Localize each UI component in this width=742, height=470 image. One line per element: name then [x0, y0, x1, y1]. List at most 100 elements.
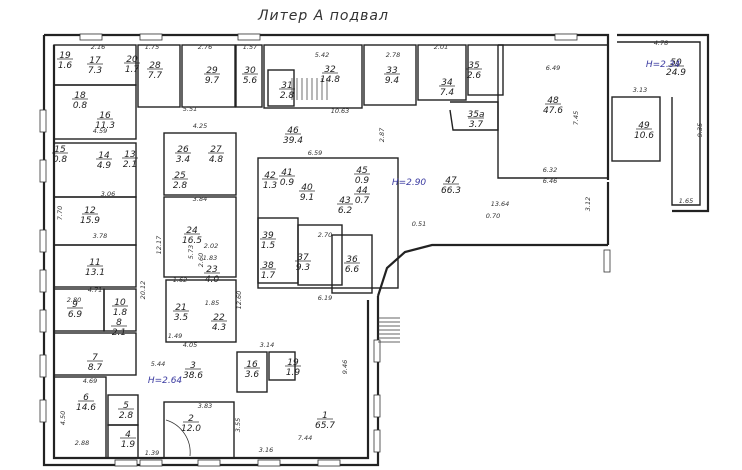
room-area: 13.1 — [85, 268, 105, 278]
room-area: 15.9 — [80, 216, 100, 226]
room-23: 234.0 — [204, 265, 220, 285]
room-area: 1.3 — [263, 181, 278, 191]
window-icon — [39, 399, 47, 423]
room-number: 19 — [59, 51, 71, 61]
dimension-label: 6.46 — [543, 177, 557, 185]
room-area: 4.8 — [209, 155, 224, 165]
dimension-label: 6.32 — [543, 166, 557, 174]
room-number: 16 — [246, 360, 258, 370]
plan-title: Литер А подвал — [258, 8, 389, 24]
room-35: 352.6 — [466, 61, 482, 81]
room-37: 379.3 — [295, 253, 311, 273]
window-icon — [197, 459, 221, 467]
dimension-label: 1.49 — [168, 332, 182, 340]
dimension-label: 3.83 — [198, 402, 212, 410]
room-area: 1.9 — [286, 368, 301, 378]
window-icon — [79, 33, 103, 41]
room-area: 47.6 — [543, 106, 563, 116]
ceiling-height-label: H=2.90 — [392, 178, 427, 188]
room-area: 2.8 — [280, 91, 295, 101]
window-icon — [373, 429, 381, 453]
room-area: 6.6 — [345, 265, 360, 275]
dimension-label: 6.59 — [308, 149, 322, 157]
dimension-label: 1.75 — [145, 43, 159, 51]
dimension-label: 4.05 — [183, 341, 197, 349]
room-number: 3 — [190, 361, 196, 371]
room-40: 409.1 — [299, 183, 315, 203]
dimension-label: 2.02 — [204, 242, 218, 250]
dimension-label: 1.39 — [145, 449, 159, 457]
room-area: 10.6 — [634, 131, 654, 141]
dimension-label: 12.60 — [235, 291, 243, 310]
room-area: 0.9 — [280, 178, 295, 188]
room-28: 287.7 — [147, 61, 163, 81]
room-number: 46 — [287, 126, 299, 136]
dimension-label: 12.17 — [155, 235, 163, 254]
room-number: 31 — [281, 81, 292, 91]
dimension-label: 2.88 — [75, 439, 89, 447]
dimension-label: 5.51 — [183, 105, 197, 113]
room-area: 1.8 — [113, 308, 128, 318]
room-area: 1.9 — [121, 440, 136, 450]
room-area: 1.5 — [261, 241, 276, 251]
room-22: 224.3 — [211, 313, 227, 333]
window-icon — [39, 229, 47, 253]
room-number: 8 — [116, 318, 122, 328]
room-19: 191.9 — [285, 358, 301, 378]
window-icon — [257, 459, 281, 467]
dimension-label: 4.78 — [654, 39, 668, 47]
room-34: 347.4 — [439, 78, 455, 98]
dimension-label: 3.06 — [101, 190, 115, 198]
room-14: 144.9 — [96, 151, 112, 171]
dimension-label: 2.16 — [91, 43, 105, 51]
room-number: 47 — [445, 176, 457, 186]
room-number: 1 — [322, 411, 328, 421]
room-6: 614.6 — [76, 393, 96, 413]
room-area: 39.4 — [283, 136, 303, 146]
dimension-label: 1.57 — [243, 43, 258, 51]
room-area: 3.6 — [245, 370, 260, 380]
room-area: 3.4 — [176, 155, 191, 165]
room-36: 366.6 — [344, 255, 360, 275]
room-number: 39 — [262, 231, 274, 241]
room-31: 312.8 — [279, 81, 295, 101]
room-33: 339.4 — [384, 66, 400, 86]
room-area: 2.6 — [467, 71, 482, 81]
room-number: 27 — [210, 145, 222, 155]
dimension-label: 6.49 — [546, 64, 560, 72]
room-44: 440.7 — [354, 186, 370, 206]
room-number: 35 — [468, 61, 480, 71]
room-number: 11 — [89, 258, 100, 268]
dimension-label: 1.85 — [205, 299, 219, 307]
room-number: 4 — [125, 430, 131, 440]
room-area: 2.8 — [119, 411, 134, 421]
window-icon — [603, 249, 611, 273]
room-area: 6.2 — [338, 206, 353, 216]
room-number: 49 — [638, 121, 650, 131]
room-area: 11.3 — [95, 121, 115, 131]
dimension-label: 2.70 — [318, 231, 332, 239]
room-area: 1.7 — [261, 271, 276, 281]
room-number: 34 — [441, 78, 453, 88]
room-number: 44 — [356, 186, 368, 196]
window-icon — [39, 309, 47, 333]
room-43: 436.2 — [337, 196, 353, 216]
room-number: 29 — [206, 66, 218, 76]
room-number: 32 — [324, 65, 336, 75]
dimension-label: 2.87 — [378, 127, 386, 142]
room-area: 0.8 — [73, 101, 88, 111]
dimension-label: 0.51 — [412, 220, 426, 228]
dimension-label: 4.71 — [88, 286, 102, 294]
window-icon — [114, 459, 138, 467]
room-area: 7.7 — [148, 71, 163, 81]
room-18: 180.8 — [72, 91, 88, 111]
room-10: 101.8 — [112, 298, 128, 318]
room-15: 150.8 — [52, 145, 68, 165]
ceiling-heights: H=2.90H=2.34H=2.64 — [148, 60, 681, 386]
window-icon — [39, 269, 47, 293]
room-area: 4.3 — [212, 323, 227, 333]
